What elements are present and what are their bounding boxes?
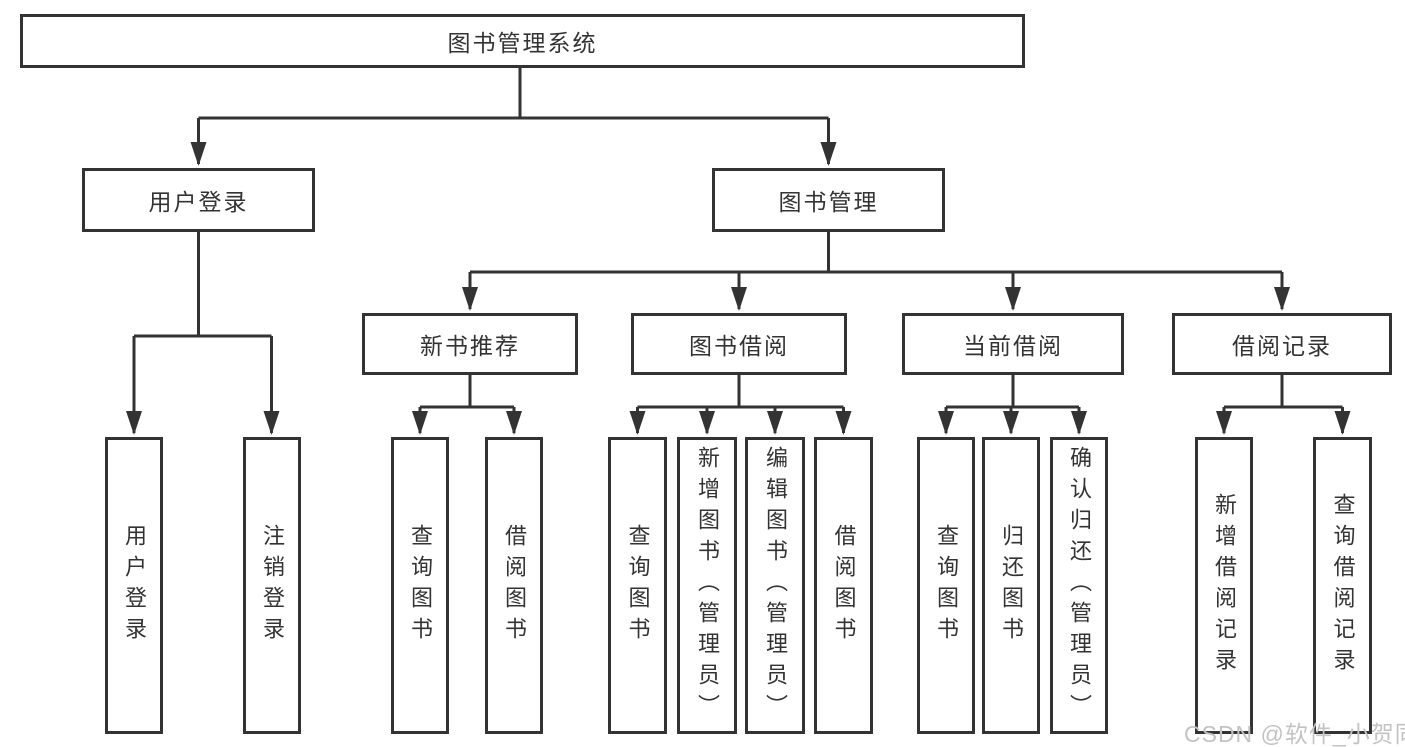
leaf-query-books-borrowing: 查询图书 (608, 437, 667, 734)
leaf-query-books-recommend: 查询图书 (391, 437, 449, 734)
leaf-borrow-books-borrowing: 借阅图书 (814, 437, 873, 734)
node-book-borrowing: 图书借阅 (631, 313, 847, 375)
node-user-login: 用户登录 (82, 168, 315, 232)
leaf-edit-books-admin: 编辑图书（管理员） (745, 437, 805, 734)
leaf-return-books: 归还图书 (982, 437, 1040, 734)
watermark: CSDN @软件_小贺同学 (1184, 721, 1405, 747)
leaf-add-books-admin: 新增图书（管理员） (677, 437, 737, 734)
leaf-query-borrow-record: 查询借阅记录 (1313, 437, 1372, 734)
leaf-add-borrow-record: 新增借阅记录 (1195, 437, 1253, 734)
node-current-borrowing: 当前借阅 (902, 313, 1124, 375)
node-book-management: 图书管理 (712, 168, 945, 232)
leaf-query-books-current: 查询图书 (917, 437, 975, 734)
leaf-confirm-return-admin: 确认归还（管理员） (1050, 437, 1108, 734)
node-new-book-recommendation: 新书推荐 (362, 313, 578, 375)
node-book-management-system: 图书管理系统 (20, 14, 1025, 68)
node-borrowing-records: 借阅记录 (1172, 313, 1392, 375)
leaf-logout: 注销登录 (243, 437, 301, 734)
leaf-borrow-books-recommend: 借阅图书 (485, 437, 543, 734)
leaf-user-login: 用户登录 (105, 437, 163, 734)
